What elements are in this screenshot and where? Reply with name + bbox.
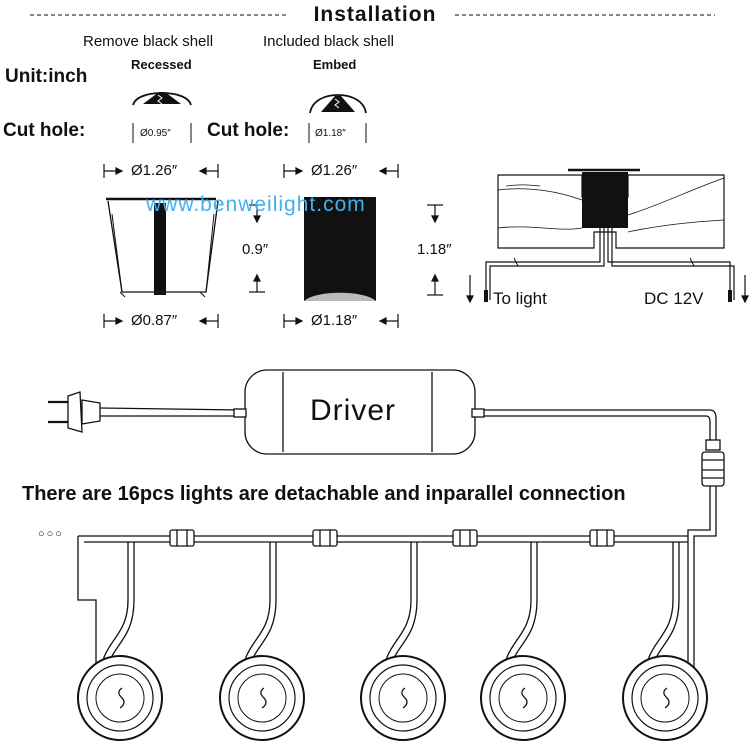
dimension-arrows [103,164,443,328]
inline-connector [589,529,615,547]
power-plug-icon [48,391,241,433]
left-caption: Remove black shell [83,33,214,50]
right-cut-hole-value: Ø1.18″ [315,128,346,139]
puck-light-lens [498,673,548,723]
puck-light-lens [237,673,287,723]
driver-label: Driver [310,394,396,427]
right-caption: Included black shell [263,33,394,50]
left-cut-hole-value: Ø0.95″ [140,128,171,139]
wiring-lines [466,228,749,304]
unit-label: Unit:inch [5,66,88,87]
wood-section-drawing [497,168,725,249]
inline-connector [169,529,195,547]
inline-connector [312,529,338,547]
embed-hole-icon [309,94,367,114]
page-title: Installation [313,3,437,26]
s-curve-icon [260,687,267,709]
cut-hole-bracket-left [132,123,192,143]
branch-cables [77,529,708,741]
more-lights-ellipsis: ○○○ [38,528,64,540]
recessed-lamp-drawing [106,197,219,298]
connection-note: There are 16pcs lights are detachable an… [22,483,626,505]
left-height: 0.9″ [242,241,269,258]
left-bottom-diameter: Ø0.87″ [131,312,178,329]
watermark: www.benweilight.com [146,193,366,216]
dc-power-label: DC 12V [644,289,704,308]
recessed-hole-icon [132,92,192,106]
s-curve-icon [118,687,125,709]
s-curve-icon [663,687,670,709]
s-curve-icon [401,687,408,709]
left-mode: Recessed [131,57,192,72]
s-curve-icon [521,687,528,709]
cut-hole-label-right: Cut hole: [207,120,290,141]
cut-hole-bracket-right [308,123,367,143]
right-top-diameter: Ø1.26″ [311,162,358,179]
right-bottom-diameter: Ø1.18″ [311,312,358,329]
cut-hole-label-left: Cut hole: [3,120,86,141]
right-mode: Embed [313,57,357,72]
to-light-label: To light [493,289,547,308]
right-height: 1.18″ [417,241,452,258]
puck-light-lens [378,673,428,723]
inline-connector [452,529,478,547]
embed-lamp-drawing [304,197,376,301]
puck-light-lens [640,673,690,723]
branch-cable [77,536,97,680]
driver-box [233,369,485,455]
main-cable [484,409,725,690]
left-top-diameter: Ø1.26″ [131,162,178,179]
puck-light-lens [95,673,145,723]
